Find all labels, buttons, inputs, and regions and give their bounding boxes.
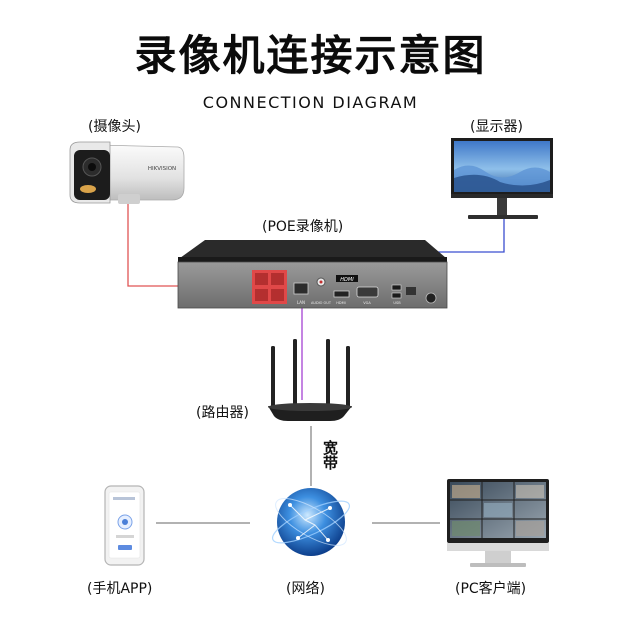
page-subtitle: CONNECTION DIAGRAM: [202, 93, 419, 112]
power-port: [406, 287, 416, 295]
camera-label: (摄像头): [88, 119, 141, 135]
router: [268, 339, 352, 421]
usb-port-label: USB: [393, 301, 401, 305]
vga-port-label: VGA: [363, 301, 371, 305]
hdmi-port-label: HDMI: [336, 301, 345, 305]
network-label: (网络): [286, 581, 325, 597]
page-title: 录像机连接示意图: [134, 31, 487, 80]
lan-port: [293, 282, 309, 295]
poe-nvr: LAN AUDIO OUT HDMI HDMI VGA USB: [177, 240, 448, 309]
broadband-label: 宽带: [321, 440, 339, 470]
camera-brand-text: HIKVISION: [148, 166, 176, 172]
pc-label: (PC客户端): [455, 581, 527, 597]
phone-label: (手机APP): [87, 581, 153, 597]
monitor: [451, 138, 553, 219]
lan-port-label: LAN: [297, 300, 305, 305]
pc-monitor: [447, 479, 549, 567]
hdmi-badge: [336, 275, 358, 282]
bullet-camera: HIKVISION: [69, 141, 185, 204]
hdmi-badge-text: HDMI: [340, 277, 354, 283]
smartphone: [104, 485, 145, 566]
usb-port-1: [391, 284, 402, 291]
router-label: (路由器): [196, 405, 249, 421]
monitor-label: (显示器): [470, 119, 523, 135]
nvr-label: (POE录像机): [262, 219, 344, 235]
hdmi-port: [333, 290, 350, 298]
usb-port-2: [391, 292, 402, 299]
power-switch: [425, 292, 437, 304]
audio-port-label: AUDIO OUT: [311, 301, 332, 305]
poe-ports: [252, 270, 287, 304]
network-globe: [271, 488, 351, 556]
vga-port: [356, 286, 379, 298]
